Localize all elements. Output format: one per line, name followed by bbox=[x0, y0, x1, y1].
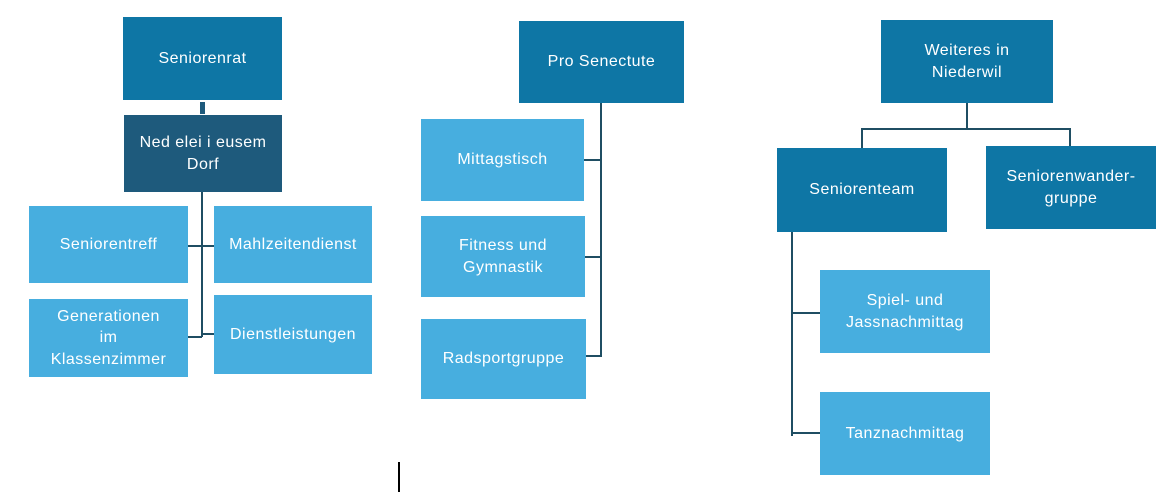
connector-nedelei-trunk bbox=[201, 192, 203, 337]
text-caret bbox=[398, 462, 400, 492]
node-ned-elei-i-eusem-dorf[interactable]: Ned elei i eusem Dorf bbox=[124, 115, 282, 192]
node-spiel-und-jassnachmittag[interactable]: Spiel- und Jassnachmittag bbox=[820, 270, 990, 353]
connector-seniorenteam-stub bbox=[861, 128, 863, 148]
node-mahlzeitendienst[interactable]: Mahlzeitendienst bbox=[214, 206, 372, 283]
node-seniorenwandergruppe[interactable]: Seniorenwander- gruppe bbox=[986, 146, 1156, 229]
connector-radsportgruppe bbox=[586, 355, 600, 357]
connector-prosenectute-trunk bbox=[600, 103, 602, 357]
node-pro-senectute[interactable]: Pro Senectute bbox=[519, 21, 684, 103]
node-fitness-und-gymnastik[interactable]: Fitness und Gymnastik bbox=[421, 216, 585, 297]
node-tanznachmittag[interactable]: Tanznachmittag bbox=[820, 392, 990, 475]
connector-seniorenteam-trunk bbox=[791, 232, 793, 436]
connector-spiel-jass bbox=[793, 312, 820, 314]
connector-seniorenwandergruppe-stub bbox=[1069, 128, 1071, 146]
connector-fitness bbox=[585, 256, 600, 258]
node-seniorenrat[interactable]: Seniorenrat bbox=[123, 17, 282, 100]
node-mittagstisch[interactable]: Mittagstisch bbox=[421, 119, 584, 201]
connector-dienstleistungen bbox=[202, 333, 214, 335]
connector-mahlzeitendienst bbox=[202, 245, 214, 247]
connector-tanznachmittag bbox=[793, 432, 820, 434]
connector-seniorenrat-nedelei bbox=[200, 102, 205, 114]
node-radsportgruppe[interactable]: Radsportgruppe bbox=[421, 319, 586, 399]
connector-weiteres-crossbar bbox=[861, 128, 1071, 130]
node-dienstleistungen[interactable]: Dienstleistungen bbox=[214, 295, 372, 374]
node-generationen-im-klassenzimmer[interactable]: Generationen im Klassenzimmer bbox=[29, 299, 188, 377]
node-seniorentreff[interactable]: Seniorentreff bbox=[29, 206, 188, 283]
node-weiteres-in-niederwil[interactable]: Weiteres in Niederwil bbox=[881, 20, 1053, 103]
connector-weiteres-stub bbox=[966, 103, 968, 128]
connector-seniorentreff bbox=[188, 245, 202, 247]
node-seniorenteam[interactable]: Seniorenteam bbox=[777, 148, 947, 232]
connector-generationen bbox=[188, 336, 202, 338]
connector-mittagstisch bbox=[584, 159, 600, 161]
